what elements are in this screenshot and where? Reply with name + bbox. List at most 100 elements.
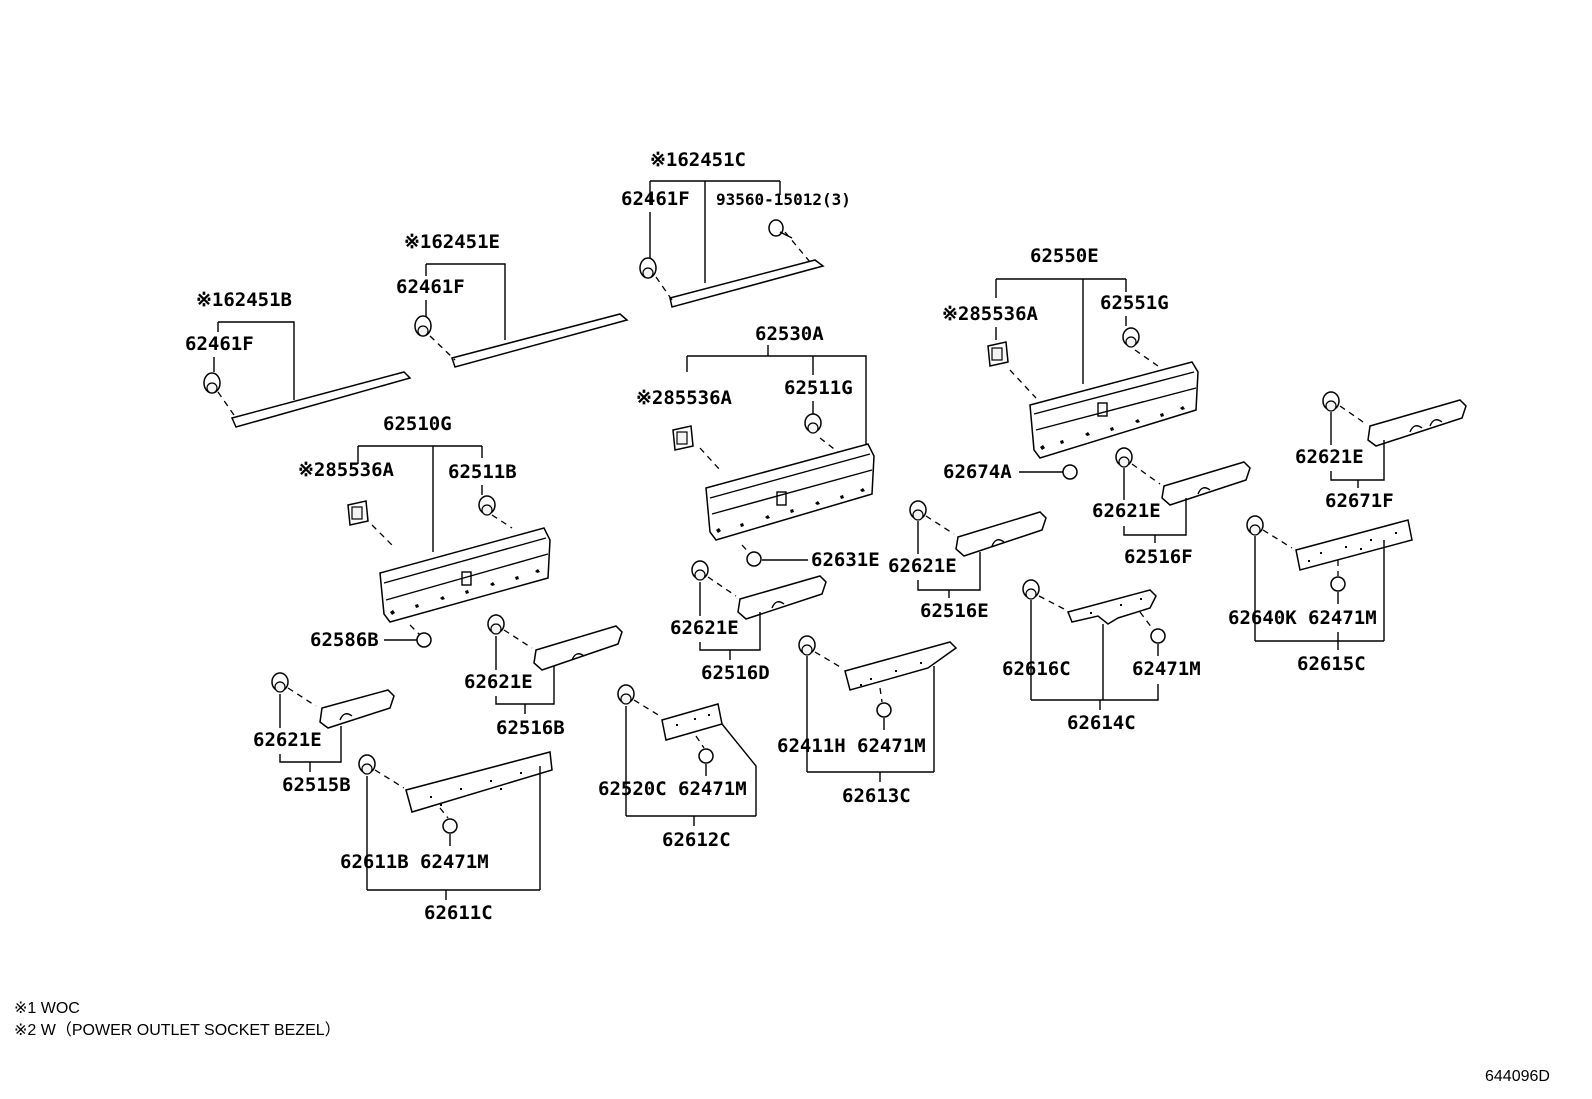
part-label-62516B: 62516B [496, 717, 565, 739]
clip-62461F-e [414, 315, 432, 337]
part-label-62586B: 62586B [310, 629, 379, 651]
plug-62674A-group: 62674A [943, 461, 1078, 483]
part-label-62530A: 62530A [755, 323, 824, 345]
cover-62516E-group: 62621E 62516E [888, 500, 1047, 622]
part-label-62471M-5: 62471M [1308, 607, 1377, 629]
part-label-85536A-r: ※285536A [942, 303, 1039, 325]
scuff-plate-62510G-group: 62510G ※285536A 62511B 62586B [298, 413, 551, 651]
part-label-62516E: 62516E [920, 600, 989, 622]
part-label-62621E-6: 62621E [253, 729, 322, 751]
panel-62614C-group: 62616C 62471M 62614C [1002, 579, 1201, 734]
diagram-id: 644096D [1485, 1068, 1550, 1085]
part-label-62471M-3: 62471M [857, 735, 926, 757]
part-label-62671F: 62671F [1325, 490, 1394, 512]
part-label-62461F-e: 62461F [396, 276, 465, 298]
part-label-62614C: 62614C [1067, 712, 1136, 734]
panel-62615C-group: 62640K 62471M 62615C [1228, 515, 1413, 675]
clip-62621E-3 [909, 500, 927, 521]
clip-62631E [746, 551, 762, 567]
cover-62515B [319, 689, 395, 729]
part-label-62471M-4: 62471M [1132, 658, 1201, 680]
moulding-62451B-group: ※162451B 62461F [185, 289, 412, 428]
footnote-2: ※2 W（POWER OUTLET SOCKET BEZEL） [14, 1021, 341, 1039]
panel-62611C [405, 751, 553, 813]
clip-62640K [1246, 515, 1264, 536]
part-label-62621E-4: 62621E [670, 617, 739, 639]
bezel-85536A-r [987, 341, 1009, 367]
plug-62674A [1062, 464, 1078, 480]
clip-62611B [358, 754, 376, 775]
part-label-62615C: 62615C [1297, 653, 1366, 675]
plug-62471M-3 [876, 702, 892, 718]
cover-62516E [955, 511, 1047, 557]
moulding-strip-62451B [230, 371, 412, 428]
part-label-62451E: ※162451E [404, 231, 500, 253]
part-label-62674A: 62674A [943, 461, 1012, 483]
part-label-62621E-2: 62621E [1092, 500, 1161, 522]
part-label-62510G: 62510G [383, 413, 452, 435]
cover-62516F [1161, 461, 1251, 506]
panel-62614C [1066, 589, 1157, 625]
cover-62516B-group: 62621E 62516B [464, 614, 623, 739]
part-label-62515B: 62515B [282, 774, 351, 796]
scuff-plate-62510G [379, 527, 551, 623]
plug-62471M-1 [442, 818, 458, 834]
panel-62612C [661, 703, 723, 741]
part-label-62616C: 62616C [1002, 658, 1071, 680]
moulding-strip-62451C [669, 259, 825, 308]
part-label-62516D: 62516D [701, 662, 770, 684]
clip-62586B [416, 632, 432, 648]
clip-62461F-c [639, 257, 657, 279]
clip-62461F-b [203, 372, 221, 394]
clip-62616C [1022, 579, 1040, 600]
footnote-1: ※1 WOC [14, 1000, 80, 1017]
part-label-62461F-c: 62461F [621, 188, 690, 210]
bezel-85536A-l [347, 500, 369, 526]
clip-62621E-6 [271, 672, 289, 693]
part-label-62621E-1: 62621E [1295, 446, 1364, 468]
part-label-62621E-3: 62621E [888, 555, 957, 577]
part-label-93560-15012: 93560-15012(3) [716, 190, 851, 209]
cover-62515B-group: 62621E 62515B [253, 672, 395, 796]
part-label-62511G: 62511G [784, 377, 853, 399]
part-label-62471M-2: 62471M [678, 778, 747, 800]
part-label-85536A-l: ※285536A [298, 459, 395, 481]
plug-62471M-4 [1150, 628, 1166, 644]
moulding-62451C-group: ※162451C 62461F 93560-15012(3) [621, 149, 851, 308]
part-label-62613C: 62613C [842, 785, 911, 807]
part-label-85536A-m: ※285536A [636, 387, 733, 409]
part-label-62511B: 62511B [448, 461, 517, 483]
clip-62621E-5 [487, 614, 505, 635]
clip-62621E-4 [691, 560, 709, 581]
moulding-strip-62451E [451, 313, 629, 368]
cover-62671F-group: 62621E 62671F [1295, 391, 1467, 512]
cover-62516D-group: 62621E 62516D [670, 560, 827, 684]
part-label-62520C: 62520C [598, 778, 667, 800]
cover-62516B [533, 625, 623, 671]
part-label-62611C: 62611C [424, 902, 493, 924]
part-label-62411H: 62411H [777, 735, 846, 757]
plug-62471M-5 [1330, 576, 1346, 592]
clip-62511B [478, 495, 496, 516]
moulding-62451E-group: ※162451E 62461F [396, 231, 629, 368]
part-label-62550E: 62550E [1030, 245, 1099, 267]
part-label-62621E-5: 62621E [464, 671, 533, 693]
clip-62411H [798, 635, 816, 656]
part-label-62611B: 62611B [340, 851, 409, 873]
part-label-62451B: ※162451B [196, 289, 292, 311]
cover-62516F-group: 62621E 62516F [1092, 447, 1251, 568]
panel-62613C-group: 62411H 62471M 62613C [777, 635, 958, 807]
part-label-62551G: 62551G [1100, 292, 1169, 314]
clip-62520C [617, 684, 635, 705]
panel-62612C-group: 62520C 62471M 62612C [598, 684, 757, 851]
part-label-62461F-b: 62461F [185, 333, 254, 355]
panel-62611C-group: 62611B 62471M 62611C [340, 751, 553, 924]
clip-62511G [804, 413, 822, 434]
clip-62621E-1 [1322, 391, 1340, 412]
part-label-62612C: 62612C [662, 829, 731, 851]
part-label-62631E: 62631E [811, 549, 880, 571]
clip-62551G [1122, 327, 1140, 348]
plug-62471M-2 [698, 748, 714, 764]
cover-62671F [1367, 399, 1467, 447]
bezel-85536A-m [672, 425, 694, 451]
